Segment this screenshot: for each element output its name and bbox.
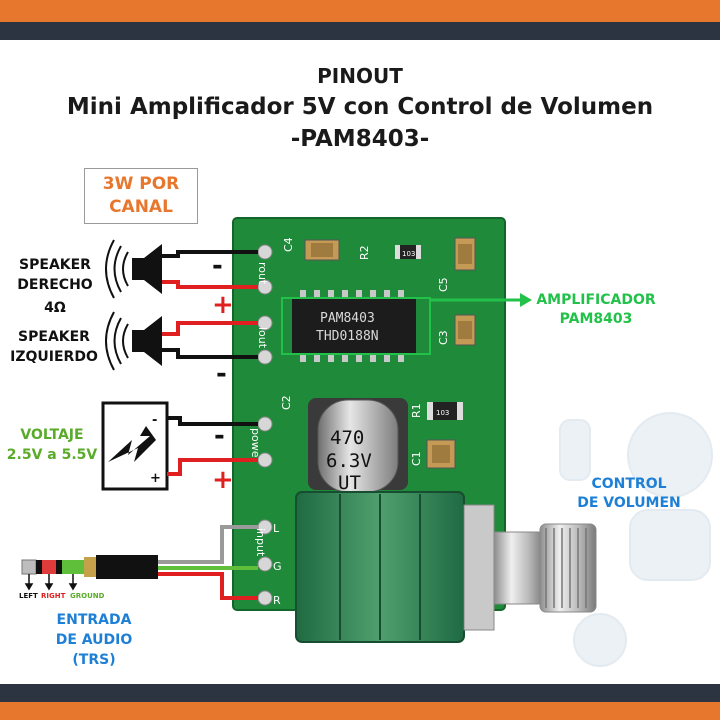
bottom-dark-band <box>0 684 720 702</box>
voltage-label: VOLTAJE 2.5V a 5.5V <box>4 425 100 465</box>
amplifier-highlight-box <box>281 297 431 355</box>
potentiometer-body <box>295 491 597 643</box>
volume-control-label: CONTROL DE VOLUMEN <box>572 475 686 513</box>
title-main: Mini Amplificador 5V con Control de Volu… <box>66 94 654 120</box>
jack-label-right: RIGHT <box>41 592 66 600</box>
silk-c5: C5 <box>437 277 450 292</box>
bottom-orange-band <box>0 702 720 720</box>
voltage-line2: 2.5V a 5.5V <box>6 447 98 463</box>
speaker-wires <box>162 250 258 359</box>
power-wires <box>167 416 258 476</box>
silk-input: input <box>254 528 267 557</box>
speaker-left-label: SPEAKER IZQUIERDO <box>4 327 104 367</box>
impedance-label: 4Ω <box>44 300 66 316</box>
lout-minus: - <box>216 359 227 389</box>
amplifier-line2: PAM8403 <box>559 311 633 327</box>
voltage-line1: VOLTAJE <box>20 427 84 443</box>
silk-r2: R2 <box>358 245 371 260</box>
silk-r1: R1 <box>410 403 423 418</box>
resistor-code-2: 103 <box>436 409 449 417</box>
power-per-channel-box: 3W POR CANAL <box>84 168 198 224</box>
volume-control-line1: CONTROL <box>591 476 667 492</box>
power-plus: + <box>212 465 234 495</box>
speaker-left-line2: IZQUIERDO <box>10 349 98 365</box>
amplifier-line1: AMPLIFICADOR <box>536 292 656 308</box>
psu-minus: - <box>152 413 157 428</box>
top-orange-band <box>0 0 720 22</box>
rout-minus: - <box>212 251 223 281</box>
pam8403-chip <box>292 290 416 362</box>
cap-voltage: 6.3V <box>326 450 372 472</box>
rout-plus: + <box>212 290 234 320</box>
smd-components <box>304 237 476 469</box>
power-line2: CANAL <box>109 197 173 217</box>
pin-label-g: G <box>273 560 282 573</box>
input-wires <box>158 525 258 600</box>
chip-marking-1: PAM8403 <box>320 311 375 326</box>
jack-arrows <box>24 574 78 591</box>
speaker-left-icon <box>105 311 162 371</box>
speaker-right-icon <box>105 239 162 299</box>
silk-lout: lout <box>256 327 269 349</box>
audio-input-line3: (TRS) <box>72 652 116 668</box>
speaker-right-label: SPEAKER DERECHO <box>10 255 100 295</box>
jack-label-ground: GROUND <box>70 592 105 600</box>
robot-watermark <box>559 412 713 667</box>
audio-jack-plug <box>21 555 158 579</box>
power-minus: - <box>214 421 225 451</box>
power-supply-icon <box>101 401 169 491</box>
volume-control-line2: DE VOLUMEN <box>577 495 681 511</box>
speaker-right-line2: DERECHO <box>17 277 93 293</box>
silk-c4: C4 <box>282 237 295 252</box>
resistor-code-1: 103 <box>402 250 415 258</box>
title-pinout: PINOUT <box>317 64 403 88</box>
silk-c2: C2 <box>280 395 293 410</box>
silk-rout: rout <box>256 262 269 285</box>
amplifier-label: AMPLIFICADOR PAM8403 <box>530 291 662 329</box>
silk-c1: C1 <box>410 451 423 466</box>
cap-brand: UT <box>338 472 361 494</box>
audio-input-label: ENTRADA DE AUDIO (TRS) <box>46 610 142 670</box>
jack-label-left: LEFT <box>19 592 38 600</box>
silk-c3: C3 <box>437 330 450 345</box>
audio-input-line1: ENTRADA <box>56 612 132 628</box>
amplifier-arrow-head <box>520 293 532 307</box>
audio-input-line2: DE AUDIO <box>55 632 133 648</box>
chip-marking-2: THD0188N <box>316 329 379 344</box>
power-line1: 3W POR <box>102 174 180 194</box>
pin-label-r: R <box>273 594 281 607</box>
title-chip: -PAM8403- <box>290 126 430 152</box>
speaker-right-line1: SPEAKER <box>19 257 91 273</box>
pin-label-l: L <box>273 522 280 535</box>
silk-power: power <box>249 428 262 462</box>
speaker-left-line1: SPEAKER <box>18 329 90 345</box>
cap-value: 470 <box>330 427 364 449</box>
top-dark-band <box>0 22 720 40</box>
psu-plus: + <box>150 471 161 486</box>
